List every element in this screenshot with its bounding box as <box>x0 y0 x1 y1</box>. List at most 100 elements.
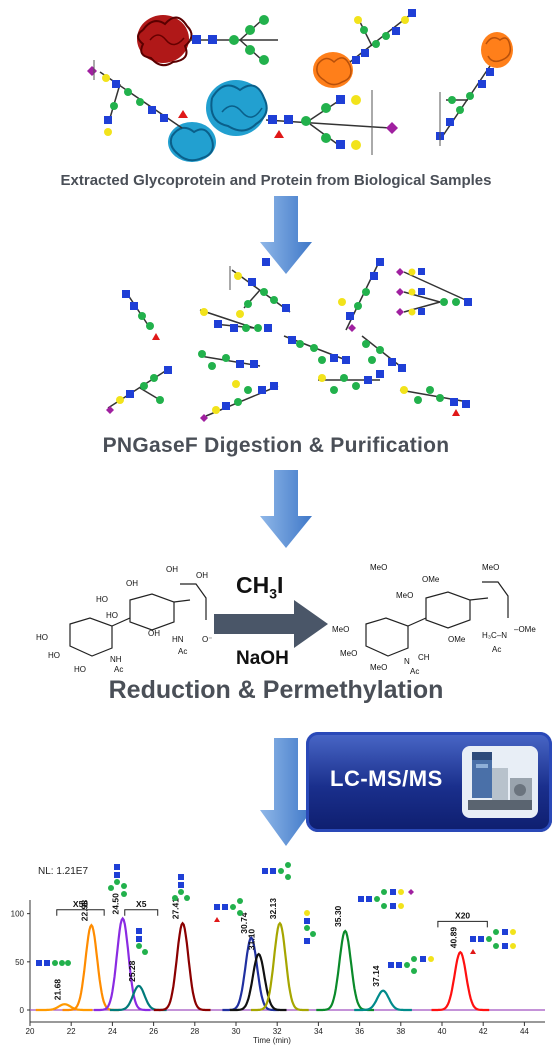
x-tick-label: 38 <box>396 1027 405 1036</box>
svg-text:H₃C–N: H₃C–N <box>482 631 507 640</box>
peak-label: 30.74 <box>239 912 249 934</box>
glycan-icon-2450 <box>108 864 127 897</box>
released-glycan-7 <box>283 335 350 364</box>
svg-text:Ac: Ac <box>178 647 187 656</box>
released-glycan-2 <box>229 258 291 318</box>
svg-text:HO: HO <box>106 611 118 620</box>
magnification-label: X5 <box>136 899 147 909</box>
svg-text:MeO: MeO <box>370 663 387 672</box>
svg-text:HO: HO <box>48 651 60 660</box>
glycan-icon-3714 <box>388 956 434 974</box>
x-tick-label: 28 <box>190 1027 199 1036</box>
svg-text:HO: HO <box>36 633 48 642</box>
glycan-4 <box>265 90 398 155</box>
svg-text:MeO: MeO <box>332 625 349 634</box>
released-glycan-10 <box>200 380 279 422</box>
y-tick-label: 50 <box>15 958 24 967</box>
svg-text:OMe: OMe <box>422 575 440 584</box>
reagent-methyl-iodide: CH3I <box>236 572 284 602</box>
peak-label: 35.30 <box>333 905 343 927</box>
released-glycan-5 <box>199 308 272 332</box>
x-tick-label: 32 <box>273 1027 282 1036</box>
svg-text:N: N <box>404 657 410 666</box>
released-glycan-9 <box>106 366 172 414</box>
glycan-icon-2741 <box>172 874 190 901</box>
glycoprotein-illustration <box>87 9 513 162</box>
peak-trace <box>93 916 151 1012</box>
peak-trace <box>62 923 120 1012</box>
x-tick-label: 20 <box>26 1027 35 1036</box>
mass-spectrometer-icon <box>462 746 538 818</box>
svg-text:NH: NH <box>110 655 122 664</box>
svg-text:O⁻: O⁻ <box>202 635 212 644</box>
down-arrow-2 <box>260 470 312 548</box>
svg-text:OH: OH <box>196 571 208 580</box>
glycan-3 <box>436 65 494 146</box>
peak-label: 31.10 <box>247 929 257 951</box>
glycan-icon-2528 <box>136 928 148 955</box>
glycan-icon-2168 <box>36 960 71 966</box>
glycan-icon-3213b <box>304 910 316 944</box>
peak-trace <box>35 1003 93 1012</box>
peak-label: 21.68 <box>53 979 63 1001</box>
down-arrow-3 <box>260 738 312 846</box>
peak-trace <box>153 921 211 1012</box>
glycan-5 <box>87 60 188 136</box>
peak-label: 24.50 <box>111 893 121 915</box>
svg-text:HN: HN <box>172 635 184 644</box>
lcms-label: LC-MS/MS <box>330 766 443 791</box>
glycan-1 <box>189 15 278 65</box>
magnification-bracket <box>124 909 159 916</box>
chart-traces <box>35 916 490 1012</box>
protein-blob-red <box>137 15 193 67</box>
svg-text:MeO: MeO <box>482 563 499 572</box>
reagent-sodium-hydroxide: NaOH <box>236 648 289 669</box>
released-glycan-6 <box>198 350 261 370</box>
x-tick-label: 40 <box>438 1027 447 1036</box>
x-axis-title: Time (min) <box>253 1036 291 1045</box>
peak-label: 22.98 <box>79 900 89 922</box>
x-tick-label: 22 <box>67 1027 76 1036</box>
released-glycan-11 <box>318 370 384 394</box>
svg-text:HO: HO <box>74 665 86 674</box>
glycan-2 <box>349 9 416 64</box>
svg-text:Ac: Ac <box>410 667 419 676</box>
normalization-level: NL: 1.21E7 <box>38 866 89 877</box>
svg-text:OH: OH <box>148 629 160 638</box>
glycan-icon-3530 <box>358 889 414 909</box>
step2-caption: PNGaseF Digestion & Purification <box>102 434 450 457</box>
svg-text:OH: OH <box>126 579 138 588</box>
svg-text:Ac: Ac <box>492 645 501 654</box>
peak-trace <box>431 950 490 1012</box>
y-tick-label: 100 <box>11 910 25 919</box>
peak-label: 32.13 <box>268 898 278 920</box>
x-tick-label: 30 <box>232 1027 241 1036</box>
step3-caption: Reduction & Permethylation <box>108 676 444 704</box>
peak-trace <box>354 989 412 1012</box>
x-tick-label: 26 <box>149 1027 158 1036</box>
peak-trace <box>229 952 287 1012</box>
y-tick-label: 0 <box>20 1006 25 1015</box>
magnification-label: X20 <box>455 910 470 920</box>
x-tick-label: 42 <box>479 1027 488 1036</box>
step1-caption: Extracted Glycoprotein and Protein from … <box>60 172 492 189</box>
lcms-instrument-panel: LC-MS/MS <box>306 732 552 832</box>
svg-text:HO: HO <box>96 595 108 604</box>
svg-text:Ac: Ac <box>114 665 123 674</box>
peak-label: 25.28 <box>127 960 137 982</box>
protein-blob-orange-2 <box>481 32 513 68</box>
x-tick-label: 36 <box>355 1027 364 1036</box>
released-glycan-8 <box>361 335 406 372</box>
magnification-bracket <box>437 920 488 928</box>
peak-trace <box>251 921 309 1012</box>
glycan-icon-3213 <box>262 862 291 880</box>
svg-text:–OMe: –OMe <box>514 625 536 634</box>
svg-text:MeO: MeO <box>396 591 413 600</box>
peak-label: 37.14 <box>371 965 381 987</box>
magnification-label: X50 <box>73 899 88 909</box>
svg-text:CH: CH <box>418 653 430 662</box>
